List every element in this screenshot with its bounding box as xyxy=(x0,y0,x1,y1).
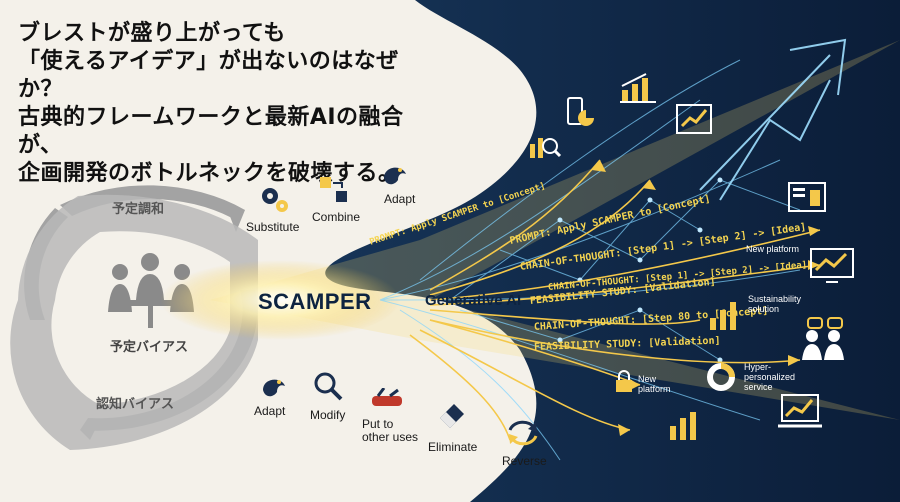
trend-up-icon xyxy=(676,104,712,134)
bar-chart-icon xyxy=(620,73,656,103)
headline: ブレストが盛り上がっても 「使えるアイデア」が出ないのはなぜか？ 古典的フレーム… xyxy=(18,20,438,188)
scamper-title: SCAMPER xyxy=(258,289,372,314)
analysis-icon xyxy=(530,138,562,158)
lock-icon xyxy=(616,370,632,392)
adapt-bottom-label: Adapt xyxy=(254,404,286,418)
headline-line-2: 「使えるアイデア」が出ないのはなぜか？ xyxy=(18,49,399,102)
put-to-other-uses-label: Put to other uses xyxy=(362,417,419,444)
generative-ai-title: Generative AI xyxy=(425,292,522,309)
donut-chart-icon xyxy=(707,363,735,391)
growth-arrow xyxy=(699,38,847,201)
magnifier-icon xyxy=(314,372,343,401)
eraser-icon xyxy=(440,404,464,428)
outcome-new-platform-bottom: New platform xyxy=(638,374,671,394)
monitor-chart-icon xyxy=(810,248,854,283)
mobile-chart-icon xyxy=(567,97,594,126)
adapt-top-label: Adapt xyxy=(384,192,416,206)
outcome-new-platform-top: New platform xyxy=(746,244,800,254)
combine-icon xyxy=(320,177,347,202)
modify-label: Modify xyxy=(310,408,346,422)
gear-icon xyxy=(262,188,288,212)
chameleon-icon xyxy=(263,379,285,397)
outcome-sustainability: Sustainability solution xyxy=(748,294,802,314)
growth-bars-icon xyxy=(710,302,736,330)
multitool-icon xyxy=(372,388,402,406)
cycle-top-label: 予定調和 xyxy=(112,202,165,217)
headline-line-4: 企画開発のボトルネックを破壊する。 xyxy=(18,161,401,186)
substitute-label: Substitute xyxy=(246,220,300,234)
cycle-bottom-label: 認知バイアス xyxy=(96,397,175,412)
headline-line-3: 古典的フレームワークと最新AIの融合が、 xyxy=(18,105,404,158)
outcome-hyper-personalized: Hyper- personalized service xyxy=(744,362,796,392)
laptop-chart-icon xyxy=(778,394,822,428)
headline-line-1: ブレストが盛り上がっても xyxy=(18,21,286,46)
combine-label: Combine xyxy=(312,210,361,224)
cycle-center-label: 予定バイアス xyxy=(110,340,189,355)
dashboard-icon xyxy=(788,182,826,212)
eliminate-label: Eliminate xyxy=(428,440,478,454)
bar-chart-icon xyxy=(670,412,696,440)
reverse-arrows-icon xyxy=(508,420,538,446)
team-collaboration-icon xyxy=(802,317,844,360)
chameleon-icon xyxy=(384,167,406,185)
reverse-label: Reverse xyxy=(502,454,547,468)
